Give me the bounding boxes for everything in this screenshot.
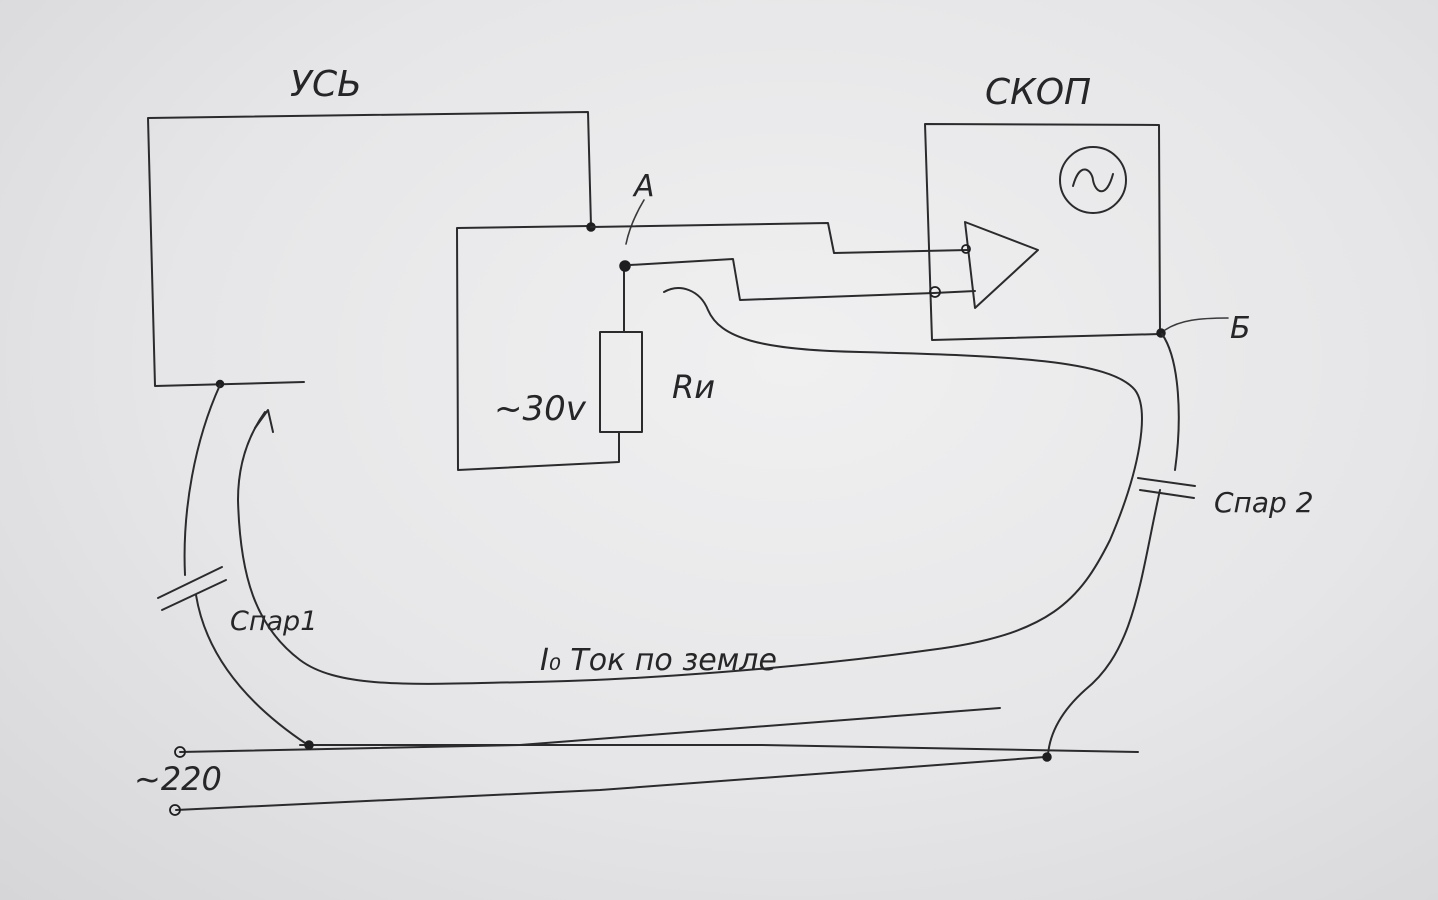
mains-line-2 [175,756,1046,811]
mains-node-left [304,740,314,750]
signal-wire-1 [590,222,969,254]
mains-terminal-2 [169,804,181,816]
mains-terminal-1 [174,746,186,758]
resistor-ri [599,331,643,433]
scope-label: СКОП [985,72,1091,113]
mains-label: ~220 [134,760,222,798]
c-par-2-wire [1047,333,1180,756]
point-b-label: Б [1230,311,1251,346]
triangle-amplifier-icon [929,221,1039,309]
source-block [456,225,620,471]
c-par-1-label: Спар1 [230,606,317,637]
ground-current-loop [237,287,1143,685]
voltage-source-label: ~30v [494,389,587,429]
mains-node-right [1042,752,1052,762]
c-par-2-label: Спар 2 [1214,486,1314,519]
c-par-2-capacitor [1137,477,1196,499]
ground-current-arrow [254,409,274,433]
node-b-pointer [1164,317,1229,331]
scope-block [924,123,1161,341]
node-a-pointer [625,199,645,245]
sine-in-circle-icon [1059,146,1127,214]
c-par-1-wire [183,384,309,746]
point-a-label: А [632,169,655,204]
c-par-1-capacitor [157,566,227,611]
usb-label: УСЬ [290,64,362,105]
signal-wire-2 [629,258,976,301]
ground-current-label: I₀ Ток по земле [540,643,777,678]
usb-bottom-node [215,379,225,389]
resistor-label: Rи [672,368,715,406]
mains-line-1b [299,744,1139,753]
node-a [619,260,631,272]
usb-block [147,111,592,387]
